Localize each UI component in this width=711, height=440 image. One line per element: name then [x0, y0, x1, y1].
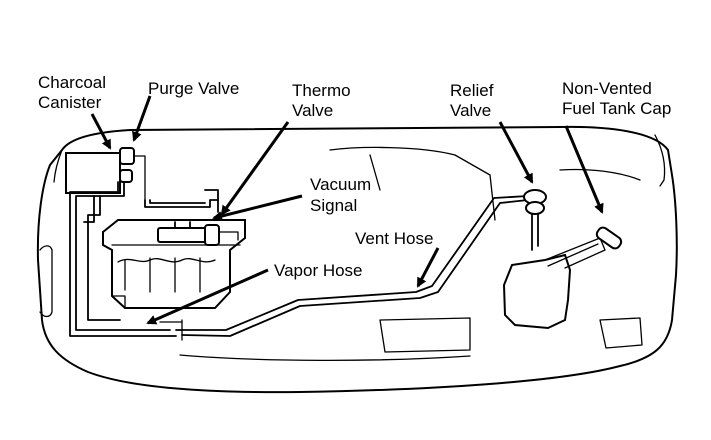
label-charcoal-canister: Charcoal Canister — [38, 73, 111, 112]
arrow-vacuum-signal — [212, 194, 303, 221]
vehicle-body-outline — [36, 125, 678, 394]
relief-valve — [523, 189, 547, 251]
vapor-hose — [181, 199, 529, 337]
engine-block — [102, 219, 246, 309]
label-vacuum-signal: Vacuum Signal — [310, 175, 376, 215]
arrow-fuel-tank-cap — [564, 125, 604, 214]
label-vapor-hose: Vapor Hose — [274, 261, 363, 280]
arrow-relief-valve — [498, 121, 534, 184]
canister-hoses — [69, 181, 219, 337]
label-relief-valve: Relief Valve — [450, 81, 498, 120]
arrow-charcoal-canister — [90, 113, 112, 150]
arrow-thermo-valve — [220, 121, 290, 216]
arrow-purge-valve — [132, 95, 152, 142]
label-purge-valve: Purge Valve — [148, 79, 239, 98]
arrow-vapor-hose — [146, 268, 269, 325]
label-fuel-tank-cap: Non-Vented Fuel Tank Cap — [562, 79, 671, 118]
fuel-tank-cap — [595, 226, 623, 250]
charcoal-canister — [65, 152, 121, 194]
fuel-tank — [502, 237, 606, 330]
label-thermo-valve: Thermo Valve — [292, 81, 355, 120]
pointer-arrows — [90, 95, 604, 325]
purge-valve — [119, 147, 146, 201]
label-vent-hose: Vent Hose — [355, 229, 433, 248]
arrow-vent-hose — [416, 247, 440, 288]
